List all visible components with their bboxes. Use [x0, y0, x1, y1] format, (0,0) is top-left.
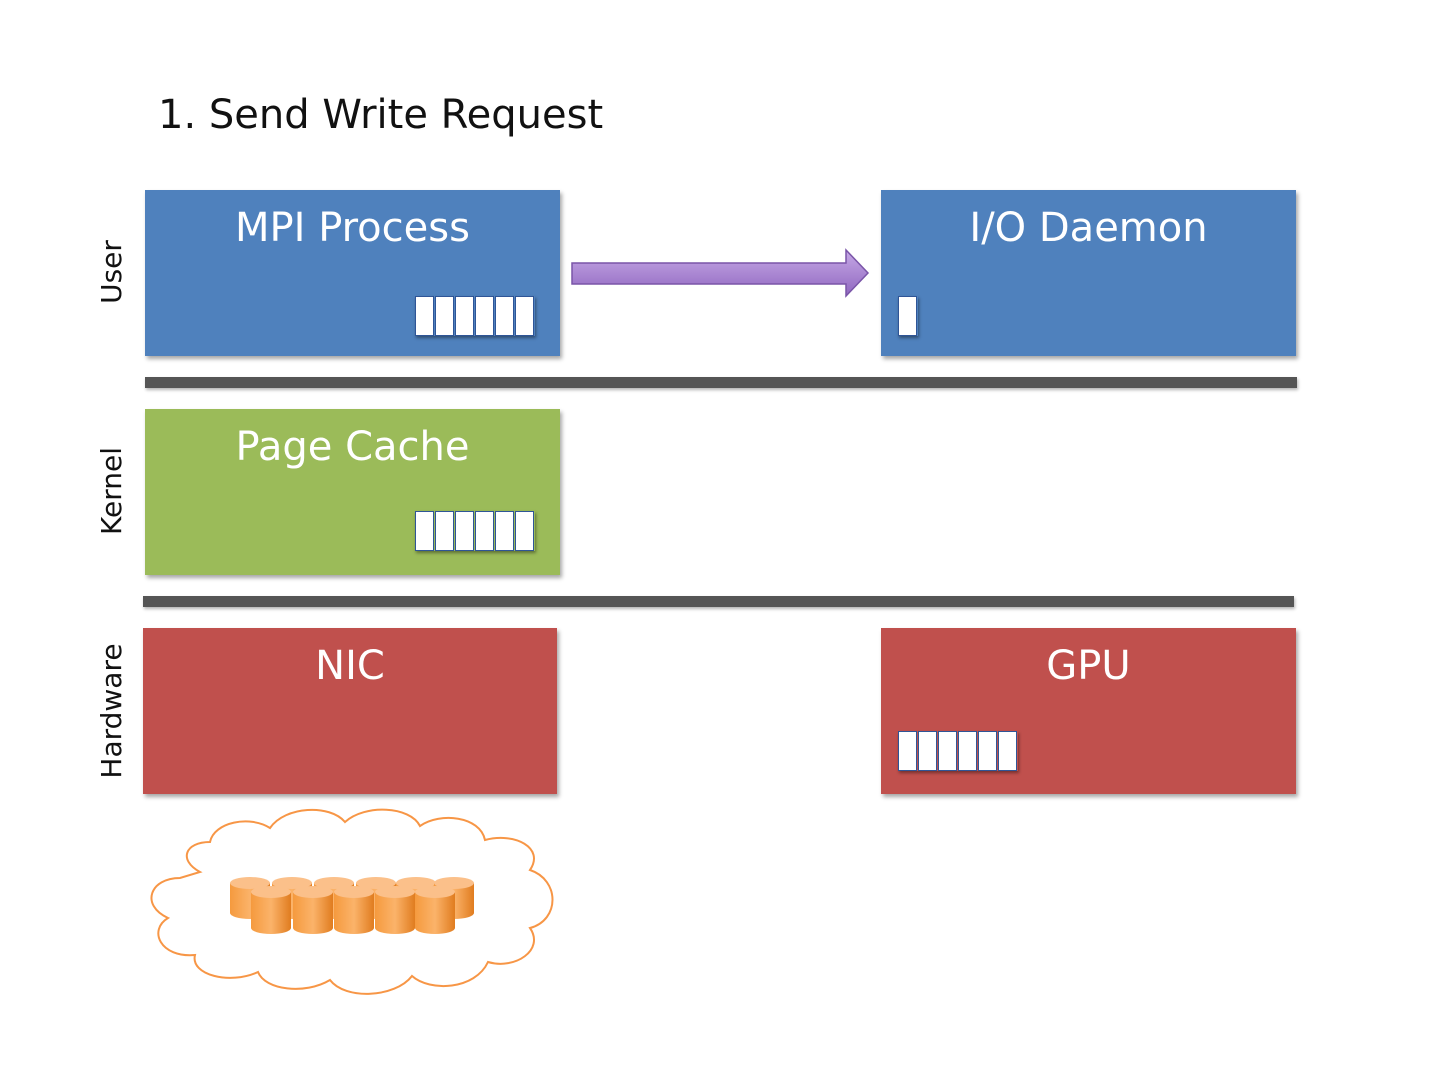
buffer-cell [938, 731, 957, 771]
page-cache-buffer [415, 511, 535, 551]
buffer-cell [515, 511, 534, 551]
user-kernel-divider [145, 377, 1297, 388]
gpu-box: GPU [881, 628, 1296, 794]
layer-label-user: User [95, 240, 128, 304]
buffer-cell [415, 511, 434, 551]
disk [293, 886, 333, 934]
disk [272, 877, 312, 919]
gpu-label: GPU [1046, 643, 1131, 689]
buffer-cell [978, 731, 997, 771]
mpi-process-buffer [415, 296, 535, 336]
buffer-cell [475, 511, 494, 551]
io-daemon-label: I/O Daemon [969, 205, 1208, 251]
buffer-cell [475, 296, 494, 336]
io-daemon-buffer [898, 296, 918, 336]
disk [434, 877, 474, 919]
buffer-cell [435, 511, 454, 551]
buffer-cell [918, 731, 937, 771]
buffer-cell [898, 731, 917, 771]
buffer-cell [415, 296, 434, 336]
mpi-process-box: MPI Process [145, 190, 560, 356]
disk [415, 886, 455, 934]
arrow-shape [571, 248, 870, 298]
nic-box: NIC [143, 628, 557, 794]
buffer-cell [495, 296, 514, 336]
disk [375, 886, 415, 934]
mpi-process-label: MPI Process [235, 205, 470, 251]
buffer-cell [515, 296, 534, 336]
kernel-hardware-divider [143, 596, 1294, 607]
buffer-cell [455, 511, 474, 551]
buffer-cell [455, 296, 474, 336]
disk [230, 877, 270, 919]
cloud-outline [150, 808, 554, 995]
layer-label-hardware: Hardware [95, 643, 128, 779]
buffer-cell [958, 731, 977, 771]
buffer-cell [898, 296, 917, 336]
slide-title: 1. Send Write Request [158, 92, 604, 138]
buffer-cell [495, 511, 514, 551]
buffer-cell [435, 296, 454, 336]
layer-label-kernel: Kernel [95, 447, 128, 535]
io-daemon-box: I/O Daemon [881, 190, 1296, 356]
disk [251, 886, 291, 934]
disk [396, 877, 436, 919]
nic-label: NIC [315, 643, 385, 689]
gpu-buffer [898, 731, 1018, 771]
disk [314, 877, 354, 919]
disk [334, 886, 374, 934]
buffer-cell [998, 731, 1017, 771]
disk-array [230, 877, 474, 934]
page-cache-label: Page Cache [235, 424, 470, 470]
disk [356, 877, 396, 919]
